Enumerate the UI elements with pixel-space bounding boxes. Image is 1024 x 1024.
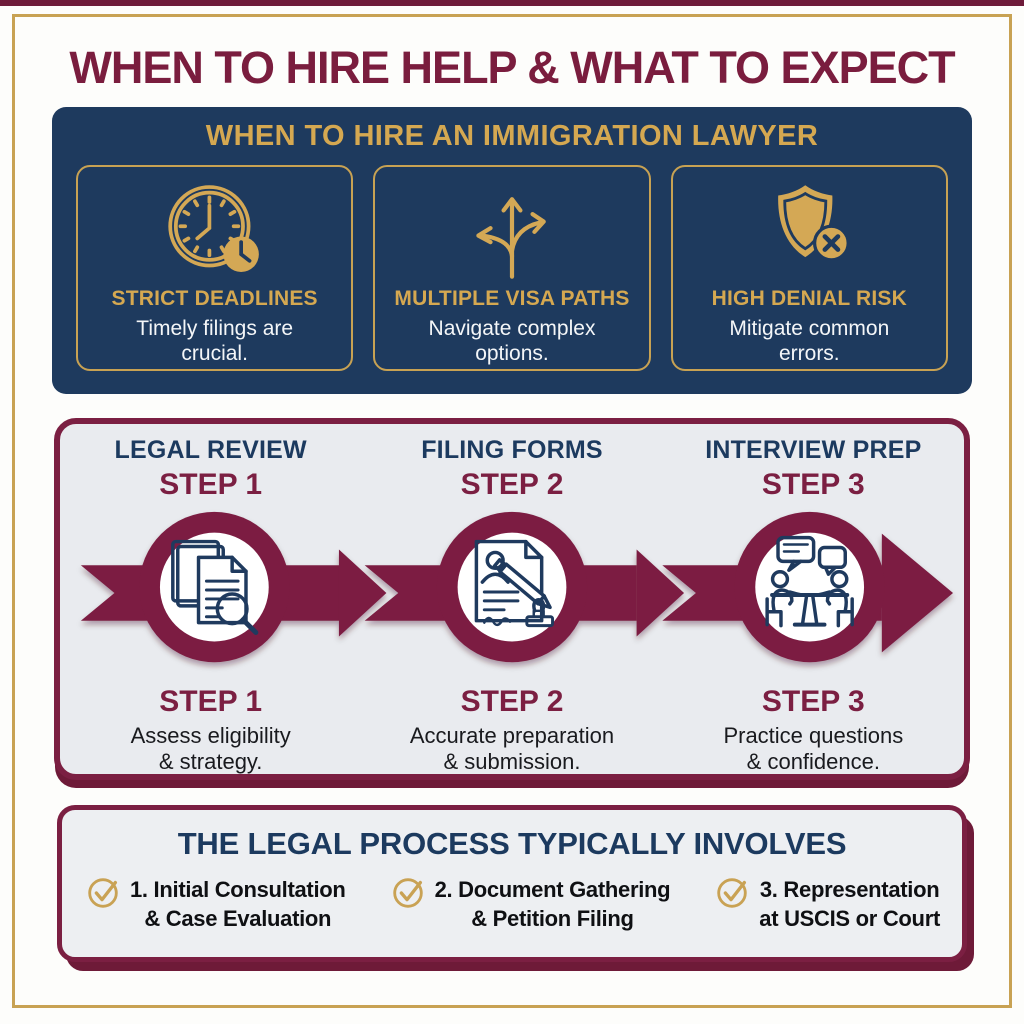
process-headers-row: LEGAL REVIEW STEP 1 FILING FORMS STEP 2 … xyxy=(60,436,964,502)
legal-process-item: 1. Initial Consultation & Case Evaluatio… xyxy=(84,875,346,933)
card-title: MULTIPLE VISA PATHS xyxy=(394,287,630,310)
process-step-header: FILING FORMS STEP 2 xyxy=(361,436,662,502)
document-review-icon xyxy=(171,539,259,636)
form-signing-icon xyxy=(474,539,555,628)
process-steps-section: LEGAL REVIEW STEP 1 FILING FORMS STEP 2 … xyxy=(54,418,970,780)
process-step-footer: STEP 3 Practice questions & confidence. xyxy=(663,682,964,776)
hire-cards-row: STRICT DEADLINES Timely filings are cruc… xyxy=(76,165,948,371)
strict-deadlines-card: STRICT DEADLINES Timely filings are cruc… xyxy=(76,165,354,371)
item-text: 2. Document Gathering & Petition Filing xyxy=(435,875,671,933)
process-step-footer: STEP 2 Accurate preparation & submission… xyxy=(361,682,662,776)
card-body: Timely filings are crucial. xyxy=(136,317,294,366)
legal-process-title: THE LEGAL PROCESS TYPICALLY INVOLVES xyxy=(177,826,847,861)
process-flow-graphic xyxy=(60,504,964,682)
legal-process-item: 2. Document Gathering & Petition Filing xyxy=(389,875,671,933)
multiple-visa-paths-card: MULTIPLE VISA PATHS Navigate complex opt… xyxy=(373,165,651,371)
process-step-footer: STEP 1 Assess eligibility & strategy. xyxy=(60,682,361,776)
legal-process-items: 1. Initial Consultation & Case Evaluatio… xyxy=(80,875,944,933)
top-accent-strip xyxy=(0,0,1024,6)
item-line2: at USCIS or Court xyxy=(759,906,940,932)
check-circle-icon xyxy=(717,878,748,908)
process-step-header: INTERVIEW PREP STEP 3 xyxy=(663,436,964,502)
item-line1: 3. Representation xyxy=(759,877,940,902)
step-label: STEP 3 xyxy=(761,468,865,501)
step-description: Assess eligibility & strategy. xyxy=(130,723,291,775)
item-text: 3. Representation at USCIS or Court xyxy=(759,875,940,933)
step-description: Accurate preparation & submission. xyxy=(409,723,615,775)
step-description: Practice questions & confidence. xyxy=(723,723,904,775)
item-line1: 2. Document Gathering xyxy=(434,877,671,902)
step-category: FILING FORMS xyxy=(421,436,603,464)
shield-denial-icon xyxy=(753,175,865,285)
item-line2: & Case Evaluation xyxy=(144,906,332,932)
check-circle-icon xyxy=(88,878,118,908)
item-line2: & Petition Filing xyxy=(471,906,634,932)
card-body: Navigate complex options. xyxy=(428,317,596,366)
item-line1: 1. Initial Consultation xyxy=(130,877,346,902)
legal-process-section: THE LEGAL PROCESS TYPICALLY INVOLVES 1. … xyxy=(57,805,967,962)
step-label: STEP 1 xyxy=(159,468,263,501)
legal-process-item: 3. Representation at USCIS or Court xyxy=(713,875,940,933)
check-circle-icon xyxy=(392,878,423,908)
process-step-header: LEGAL REVIEW STEP 1 xyxy=(60,436,361,502)
branching-paths-icon xyxy=(456,175,568,285)
hire-lawyer-section: WHEN TO HIRE AN IMMIGRATION LAWYER xyxy=(52,107,972,394)
clock-deadline-icon xyxy=(159,175,271,285)
card-title: HIGH DENIAL RISK xyxy=(711,287,907,310)
step-label: STEP 2 xyxy=(460,468,564,501)
step-label: STEP 3 xyxy=(761,685,865,718)
high-denial-risk-card: HIGH DENIAL RISK Mitigate common errors. xyxy=(670,165,948,371)
step-category: INTERVIEW PREP xyxy=(705,436,922,464)
step-label: STEP 1 xyxy=(159,685,263,718)
page-title: WHEN TO HIRE HELP & WHAT TO EXPECT xyxy=(69,42,955,93)
process-descriptions-row: STEP 1 Assess eligibility & strategy. ST… xyxy=(60,682,964,776)
gold-frame: WHEN TO HIRE HELP & WHAT TO EXPECT WHEN … xyxy=(12,14,1012,1008)
interview-icon xyxy=(765,535,854,628)
hire-lawyer-title: WHEN TO HIRE AN IMMIGRATION LAWYER xyxy=(205,120,819,152)
step-label: STEP 2 xyxy=(460,685,564,718)
card-body: Mitigate common errors. xyxy=(729,317,890,366)
step-category: LEGAL REVIEW xyxy=(114,436,307,464)
card-title: STRICT DEADLINES xyxy=(111,287,318,310)
item-text: 1. Initial Consultation & Case Evaluatio… xyxy=(130,875,346,933)
